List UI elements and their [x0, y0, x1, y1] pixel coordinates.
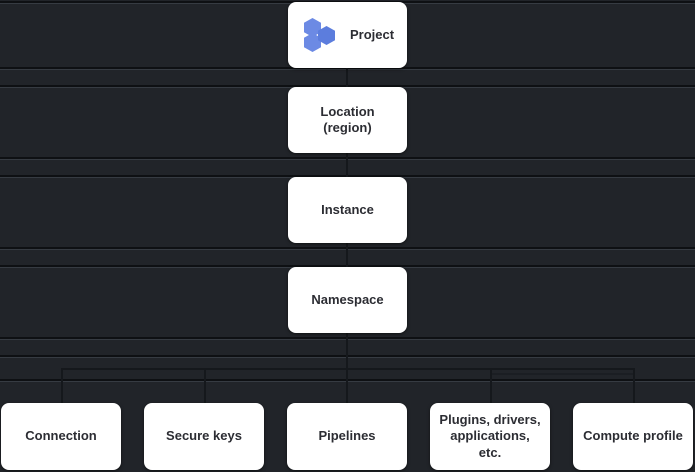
connector-drop-compute-profile	[633, 368, 635, 403]
connector-project-to-location	[346, 68, 348, 87]
hexagon-cluster-icon	[304, 18, 338, 52]
node-compute-profile-label: Compute profile	[583, 428, 683, 444]
node-compute-profile[interactable]: Compute profile	[573, 403, 693, 470]
node-instance[interactable]: Instance	[288, 177, 407, 243]
node-project[interactable]: Project	[288, 2, 407, 68]
node-project-label: Project	[350, 26, 395, 42]
node-plugins[interactable]: Plugins, drivers, applications, etc.	[430, 403, 550, 470]
connector-namespace-to-branch	[346, 333, 348, 368]
connector-instance-to-namespace	[346, 243, 348, 267]
connector-drop-pipelines	[346, 368, 348, 403]
node-secure-keys[interactable]: Secure keys	[144, 403, 264, 470]
node-namespace[interactable]: Namespace	[288, 267, 407, 333]
connector-branch-bus-shadow	[490, 373, 633, 375]
connector-drop-connection	[61, 368, 63, 403]
connector-drop-plugins	[490, 368, 492, 403]
node-connection[interactable]: Connection	[1, 403, 121, 470]
node-location-label: Location (region)	[320, 103, 375, 135]
node-connection-label: Connection	[25, 428, 97, 444]
node-plugins-label: Plugins, drivers, applications, etc.	[439, 412, 541, 460]
node-namespace-label: Namespace	[311, 291, 384, 307]
node-pipelines[interactable]: Pipelines	[287, 403, 407, 470]
connector-drop-secure-keys	[204, 368, 206, 403]
node-pipelines-label: Pipelines	[318, 428, 376, 444]
connector-location-to-instance	[346, 153, 348, 177]
node-location[interactable]: Location (region)	[288, 87, 407, 153]
node-instance-label: Instance	[321, 201, 374, 217]
node-secure-keys-label: Secure keys	[166, 428, 242, 444]
